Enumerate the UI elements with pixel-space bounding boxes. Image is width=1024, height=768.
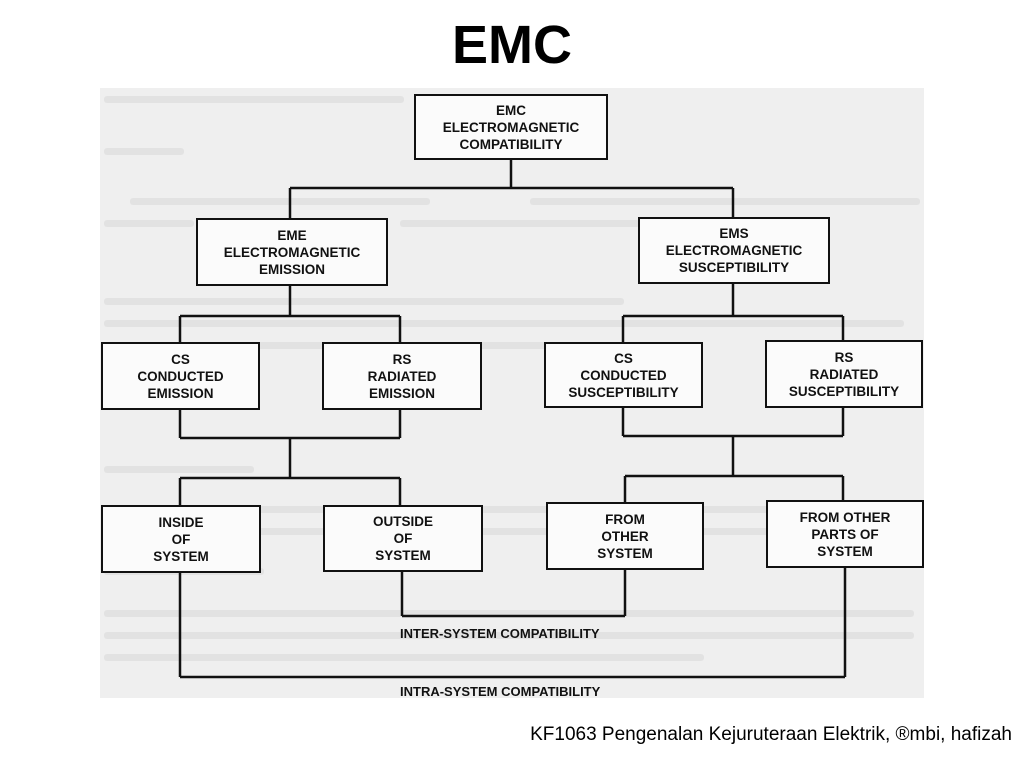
box-line: CS	[171, 351, 190, 367]
box-line: RS	[392, 351, 412, 367]
box-line: SYSTEM	[817, 543, 873, 559]
slide-title: EMC	[452, 15, 572, 75]
box-line: COMPATIBILITY	[459, 136, 563, 152]
outside-system-box: OUTSIDE OF SYSTEM	[323, 505, 483, 572]
footer-credit: KF1063 Pengenalan Kejuruteraan Elektrik,…	[530, 724, 1012, 745]
box-line: ELECTROMAGNETIC	[442, 119, 580, 135]
box-line: EME	[277, 227, 307, 243]
box-line: FROM OTHER	[799, 509, 891, 525]
box-line: CONDUCTED	[580, 367, 667, 383]
box-line: ELECTROMAGNETIC	[665, 243, 803, 258]
box-line: FROM	[605, 511, 645, 527]
box-line: PARTS OF	[811, 526, 879, 542]
inter-system-label: INTER-SYSTEM COMPATIBILITY	[400, 626, 600, 641]
box-line: OF	[171, 531, 191, 547]
box-line: EMISSION	[147, 385, 214, 401]
box-line: OF	[393, 531, 413, 546]
box-line: SUSCEPTIBILITY	[788, 383, 900, 399]
box-line: SYSTEM	[153, 548, 209, 564]
box-line: RADIATED	[367, 368, 437, 384]
box-line: RADIATED	[809, 366, 879, 382]
box-line: EMISSION	[258, 261, 325, 277]
box-line: EMISSION	[368, 385, 435, 401]
box-line: OTHER	[601, 528, 649, 544]
box-line: SYSTEM	[375, 548, 431, 563]
box-line: SUSCEPTIBILITY	[568, 384, 679, 400]
box-line: SUSCEPTIBILITY	[678, 260, 790, 275]
intra-system-label: INTRA-SYSTEM COMPATIBILITY	[400, 684, 601, 699]
box-line: ELECTROMAGNETIC	[223, 244, 361, 260]
box-line: CONDUCTED	[137, 368, 224, 384]
box-line: EMS	[719, 226, 749, 241]
box-line: SYSTEM	[597, 545, 653, 561]
box-line: CS	[614, 350, 633, 366]
box-line: OUTSIDE	[372, 514, 433, 529]
ems-box: EMS ELECTROMAGNETIC SUSCEPTIBILITY	[638, 217, 830, 284]
box-line: EMC	[496, 102, 526, 118]
box-line: RS	[834, 349, 854, 365]
box-line: INSIDE	[158, 514, 204, 530]
